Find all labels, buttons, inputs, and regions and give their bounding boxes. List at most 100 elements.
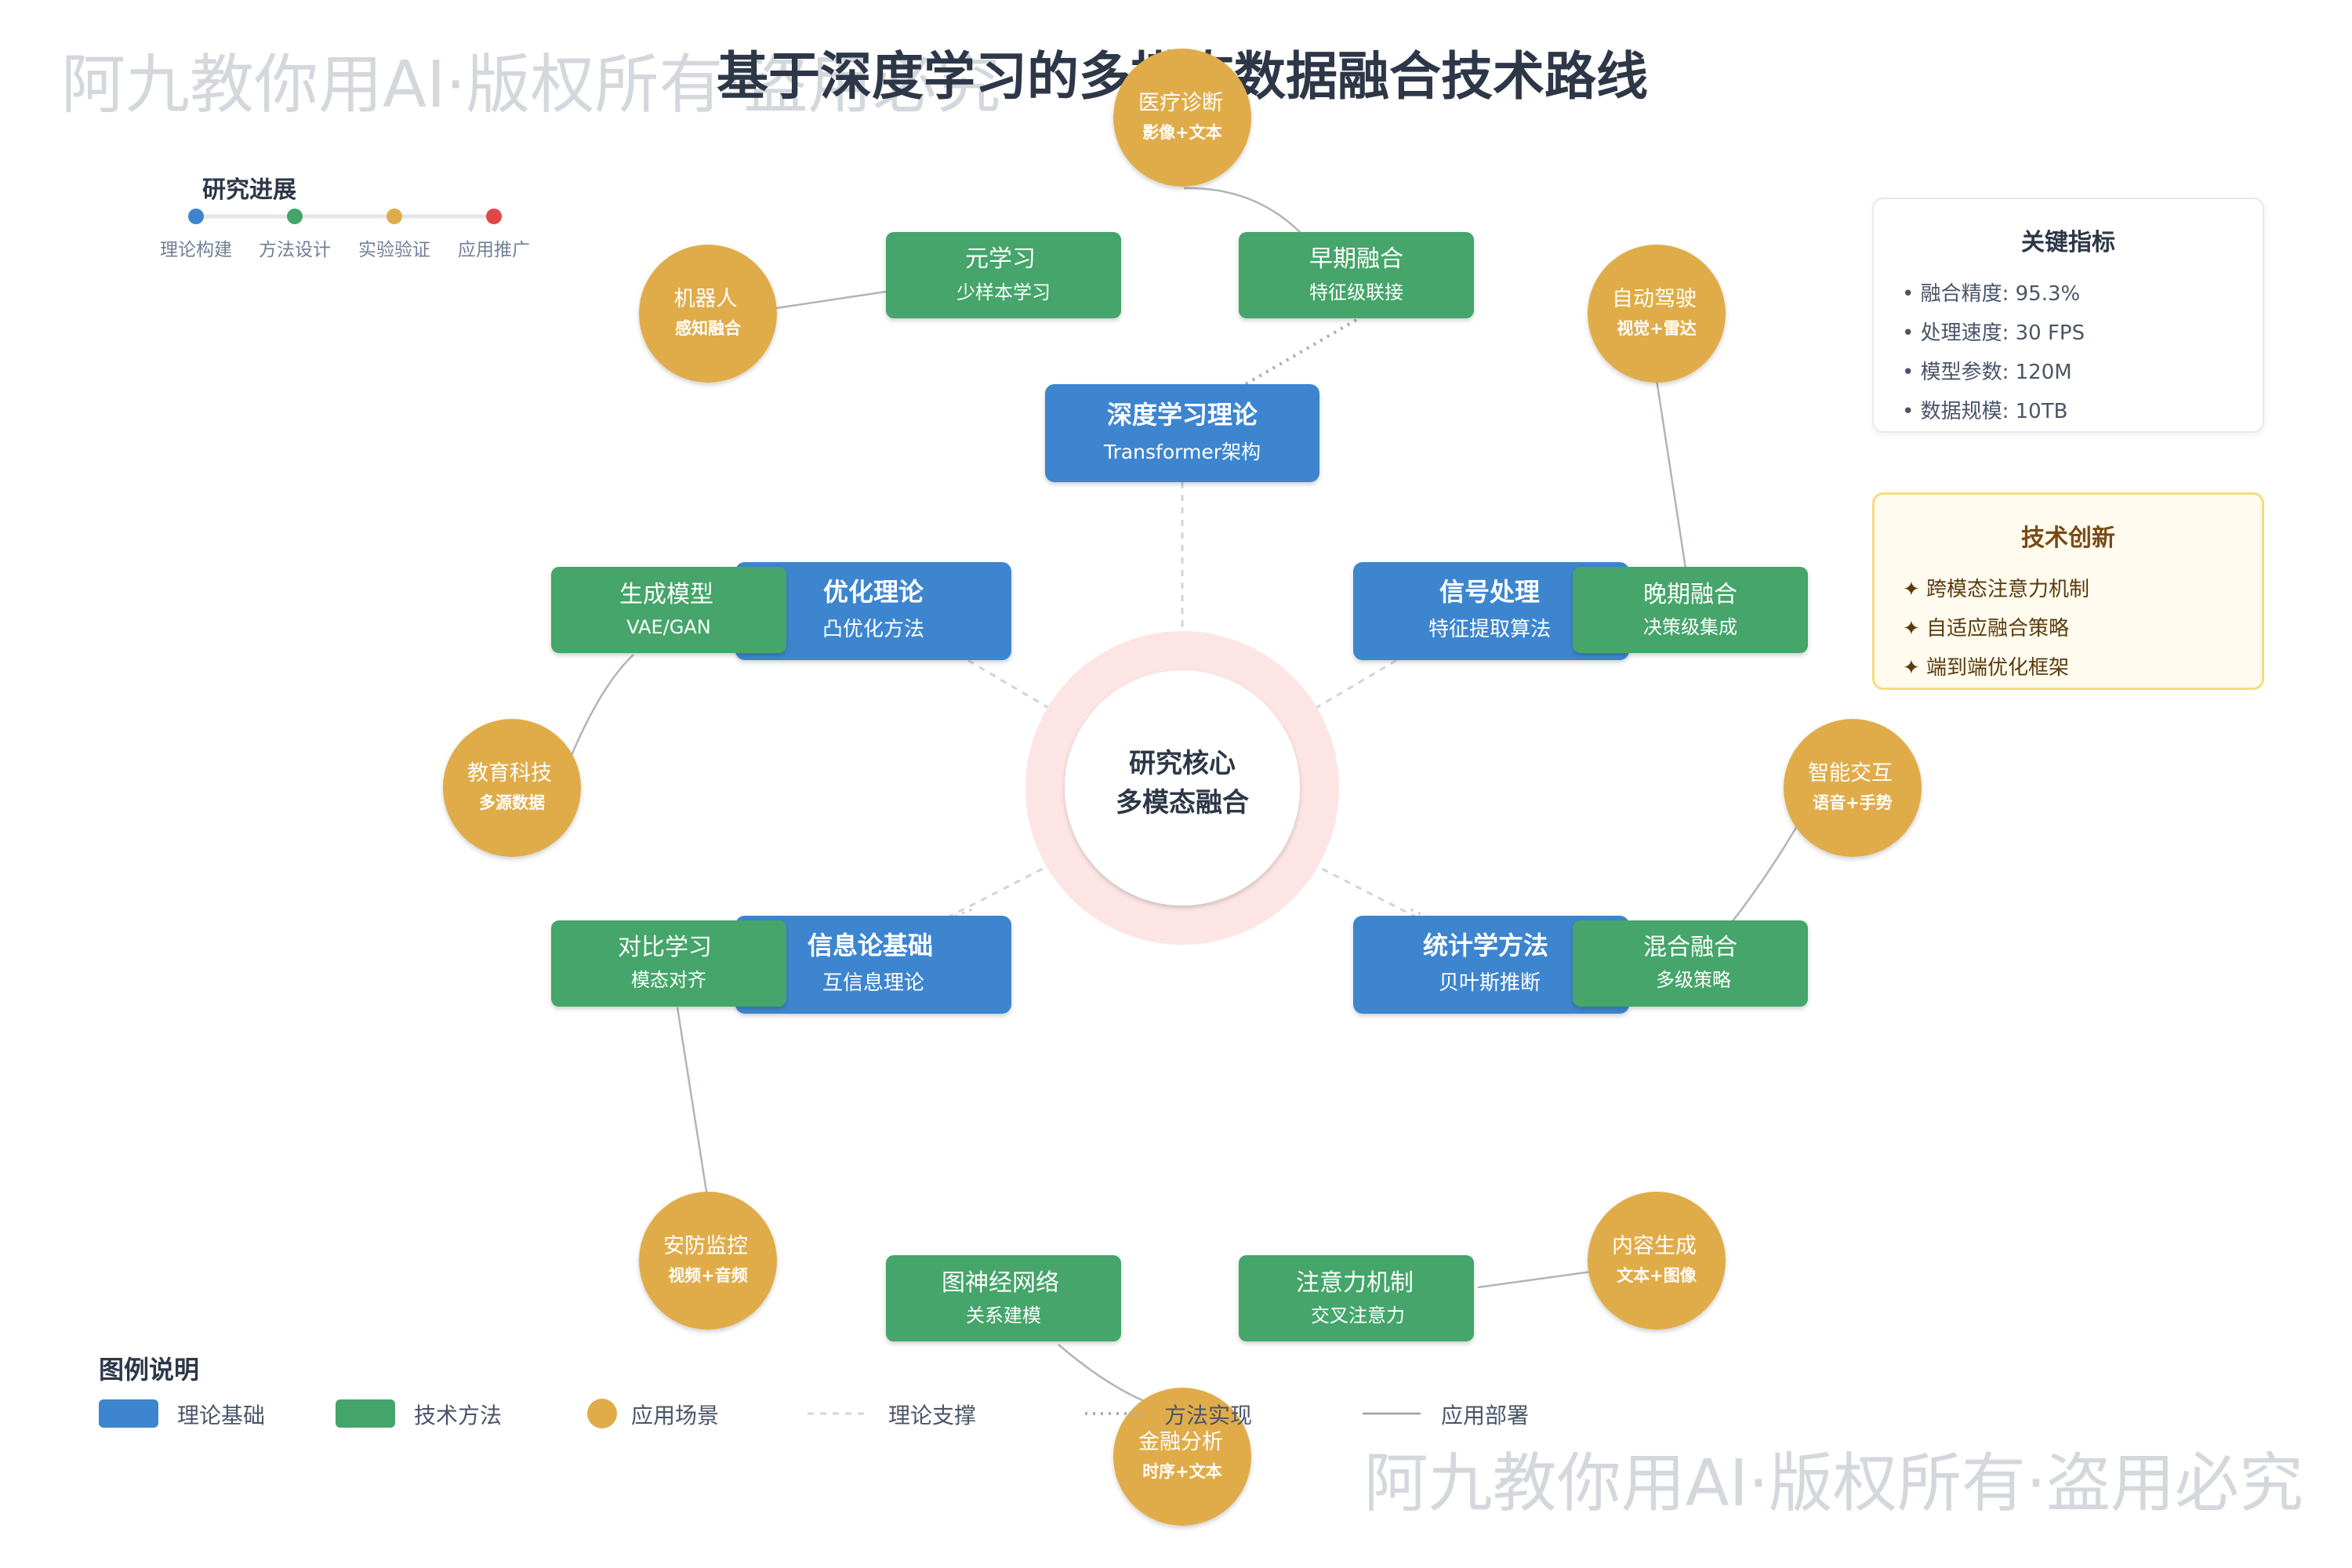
key-metrics-panel: 关键指标 • 融合精度: 95.3% • 处理速度: 30 FPS • 模型参数… [1872,198,2264,433]
legend-title: 图例说明 [99,1355,199,1385]
core-ring [1025,631,1339,945]
metric-item: • 处理速度: 30 FPS [1902,321,2085,345]
node-title: 元学习 [965,245,1036,273]
core-line1: 研究核心 [1129,748,1236,779]
app-node-content-generation[interactable]: 内容生成 文本+图像 [1588,1192,1726,1330]
node-subtitle: VAE/GAN [626,616,711,638]
method-node-hybrid-fusion[interactable]: 混合融合 多级策略 [1573,920,1808,1007]
innovations-panel: 技术创新 ✦ 跨模态注意力机制 ✦ 自适应融合策略 ✦ 端到端优化框架 [1872,492,2264,690]
legend-label: 理论支撑 [888,1403,976,1428]
legend-theory-swatch [99,1399,158,1428]
method-node-meta-learning[interactable]: 元学习 少样本学习 [886,232,1121,318]
legend-label: 技术方法 [414,1403,502,1428]
connector-method [1237,318,1358,390]
node-subtitle: 决策级集成 [1643,616,1737,638]
node-subtitle: 少样本学习 [956,281,1051,303]
method-node-generative-model[interactable]: 生成模型 VAE/GAN [551,567,786,653]
theory-node-optimization[interactable]: 优化理论 凸优化方法 [735,562,1011,660]
research-core: 研究核心 多模态融合 [1025,631,1339,945]
progress-label: 理论构建 [160,240,232,260]
legend-label: 方法实现 [1164,1403,1252,1428]
progress-dot-method [287,209,303,224]
watermark-top: 阿九教你用AI·版权所有·盗用必究 [61,48,1000,122]
node-subtitle: 感知融合 [675,319,742,338]
connector-deploy [1477,1270,1592,1289]
node-title: 内容生成 [1612,1234,1697,1258]
app-node-robotics[interactable]: 机器人 感知融合 [639,245,777,383]
node-subtitle: 文本+图像 [1617,1266,1697,1285]
connector-deploy [1183,187,1302,234]
key-metrics-title: 关键指标 [2021,229,2115,256]
method-node-contrastive-learning[interactable]: 对比学习 模态对齐 [551,920,786,1007]
connector-deploy [1653,364,1687,569]
node-subtitle: 语音+手势 [1813,793,1893,812]
node-title: 安防监控 [663,1234,748,1258]
node-subtitle: 视频+音频 [668,1266,748,1285]
node-title: 教育科技 [467,761,552,786]
app-node-security-monitoring[interactable]: 安防监控 视频+音频 [639,1192,777,1330]
theory-node-deep-learning[interactable]: 深度学习理论 Transformer架构 [1045,384,1319,482]
node-title: 深度学习理论 [1107,400,1258,430]
connector-deploy [775,290,887,310]
progress-label: 方法设计 [259,240,331,260]
node-title: 优化理论 [823,577,924,607]
core-line2: 多模态融合 [1116,787,1249,818]
node-title: 注意力机制 [1296,1269,1414,1297]
innovation-item: ✦ 自适应融合策略 [1903,617,2070,641]
connector-deploy [1058,1344,1161,1409]
legend-label: 理论基础 [177,1403,265,1428]
node-title: 混合融合 [1643,934,1737,961]
theory-node-information-theory[interactable]: 信息论基础 互信息理论 [735,916,1011,1014]
theory-nodes: 深度学习理论 Transformer架构 优化理论 凸优化方法 信号处理 特征提… [735,384,1629,1014]
progress-label: 应用推广 [458,240,530,260]
node-subtitle: 模态对齐 [631,969,706,991]
innovation-item: ✦ 端到端优化框架 [1903,656,2070,680]
application-nodes: 医疗诊断 影像+文本 机器人 感知融合 自动驾驶 视觉+雷达 教育科技 多源数据… [443,49,1922,1526]
innovations-title: 技术创新 [2021,524,2115,552]
app-node-financial-analysis[interactable]: 金融分析 时序+文本 [1113,1388,1251,1526]
node-title: 统计学方法 [1423,931,1548,960]
node-subtitle: 特征提取算法 [1428,618,1551,641]
node-title: 智能交互 [1808,761,1893,786]
progress-label: 实验验证 [358,240,430,260]
node-subtitle: 多源数据 [479,793,545,812]
method-node-late-fusion[interactable]: 晚期融合 决策级集成 [1573,567,1808,653]
legend-label: 应用部署 [1441,1403,1529,1428]
node-title: 早期融合 [1309,245,1403,273]
node-subtitle: 凸优化方法 [822,618,924,641]
legend-method-swatch [336,1399,395,1428]
metric-item: • 融合精度: 95.3% [1902,282,2081,306]
progress-dot-experiment [387,209,402,224]
app-node-medical-diagnosis[interactable]: 医疗诊断 影像+文本 [1113,49,1251,187]
legend-application-swatch [587,1399,617,1428]
node-subtitle: 多级策略 [1656,969,1731,991]
method-node-attention-mechanism[interactable]: 注意力机制 交叉注意力 [1239,1255,1474,1341]
node-subtitle: 视觉+雷达 [1617,319,1697,338]
app-node-autonomous-driving[interactable]: 自动驾驶 视觉+雷达 [1588,245,1726,383]
node-title: 信息论基础 [808,931,933,960]
theory-node-signal-processing[interactable]: 信号处理 特征提取算法 [1353,562,1629,660]
app-node-edtech[interactable]: 教育科技 多源数据 [443,719,581,857]
method-node-early-fusion[interactable]: 早期融合 特征级联接 [1239,232,1474,318]
progress-dot-application [486,209,502,224]
core-circle [1065,670,1300,906]
research-progress: 研究进展 理论构建 方法设计 实验验证 应用推广 [160,176,530,260]
node-title: 自动驾驶 [1612,287,1697,311]
method-nodes: 元学习 少样本学习 早期融合 特征级联接 生成模型 VAE/GAN 晚期融合 决… [551,232,1808,1341]
node-title: 对比学习 [618,934,712,961]
node-title: 生成模型 [619,581,713,608]
app-node-smart-interaction[interactable]: 智能交互 语音+手势 [1784,719,1922,857]
theory-node-statistics[interactable]: 统计学方法 贝叶斯推断 [1353,916,1629,1014]
node-subtitle: 贝叶斯推断 [1439,971,1541,995]
legend: 图例说明 理论基础 技术方法 应用场景 理论支撑 方法实现 应用部署 [99,1355,1529,1428]
connector-deploy [676,1007,711,1212]
node-title: 金融分析 [1138,1430,1223,1454]
node-subtitle: 关系建模 [966,1305,1041,1327]
method-node-graph-neural-network[interactable]: 图神经网络 关系建模 [886,1255,1121,1341]
node-subtitle: 交叉注意力 [1311,1305,1405,1327]
node-title: 机器人 [674,287,738,311]
metric-item: • 模型参数: 120M [1902,361,2072,384]
connector-deploy [1732,815,1805,922]
